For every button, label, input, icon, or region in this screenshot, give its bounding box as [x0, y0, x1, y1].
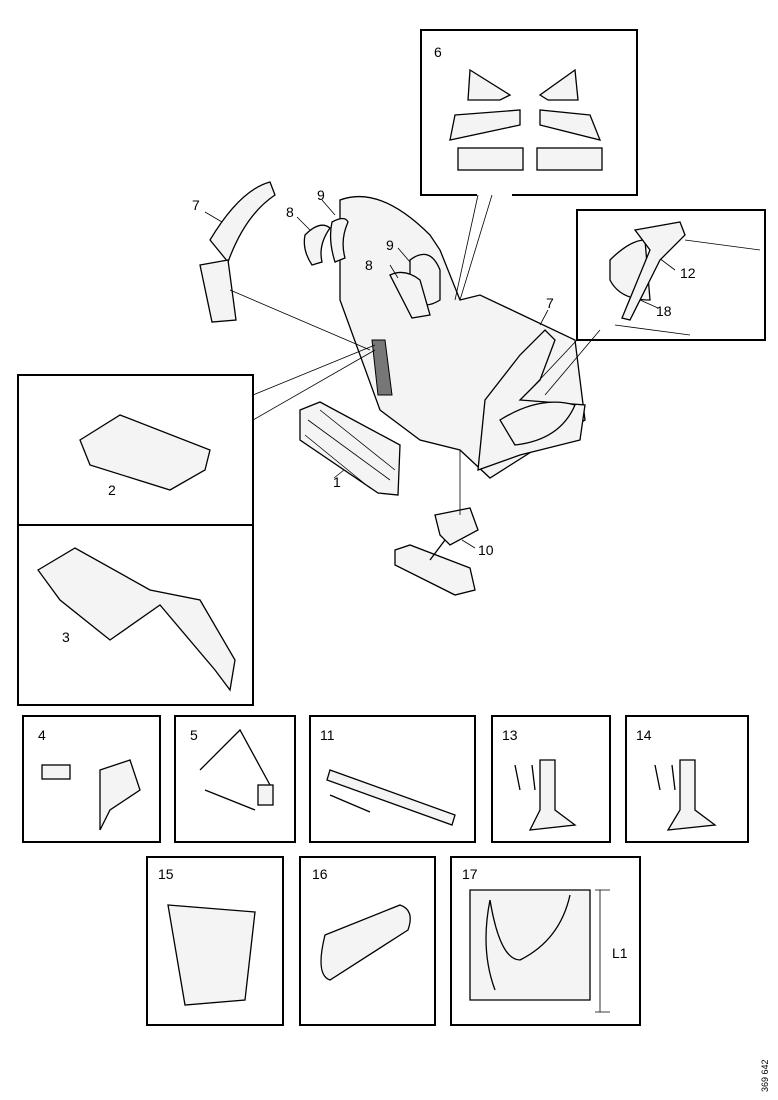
- box-2-3: [17, 374, 254, 706]
- callout-14: 14: [636, 727, 652, 743]
- callout-17: 17: [462, 866, 478, 882]
- callout-4: 4: [38, 727, 46, 743]
- box-16: [299, 856, 436, 1026]
- callout-10: 10: [478, 542, 494, 558]
- footrest-10: [394, 507, 479, 596]
- callout-2: 2: [108, 482, 116, 498]
- callout-18: 18: [656, 303, 672, 319]
- callout-9-right: 9: [386, 237, 394, 253]
- callout-8-right: 8: [365, 257, 373, 273]
- box-5: [174, 715, 296, 843]
- callout-6: 6: [434, 44, 442, 60]
- callout-8-left: 8: [286, 204, 294, 220]
- seat-assembly: [299, 196, 586, 496]
- callout-7-left: 7: [192, 197, 200, 213]
- armrest-left: [199, 181, 276, 323]
- callout-11: 11: [320, 727, 335, 743]
- box-15: [146, 856, 284, 1026]
- box-17: [450, 856, 641, 1026]
- callout-5: 5: [190, 727, 198, 743]
- callout-13: 13: [502, 727, 518, 743]
- callout-7-right: 7: [546, 295, 554, 311]
- callout-9-left: 9: [317, 187, 325, 203]
- dimension-l1: L1: [612, 945, 628, 961]
- box-13: [491, 715, 611, 843]
- box-11: [309, 715, 476, 843]
- drawing-number: 369 642: [760, 1059, 770, 1092]
- trim-parts-8-9: [303, 217, 431, 319]
- callout-12: 12: [680, 265, 696, 281]
- callout-1: 1: [333, 474, 341, 490]
- callout-3: 3: [62, 629, 70, 645]
- box-12-18: [576, 209, 766, 341]
- box-14: [625, 715, 749, 843]
- callout-16: 16: [312, 866, 328, 882]
- box-4: [22, 715, 161, 843]
- callout-15: 15: [158, 866, 174, 882]
- box-6: [420, 29, 638, 196]
